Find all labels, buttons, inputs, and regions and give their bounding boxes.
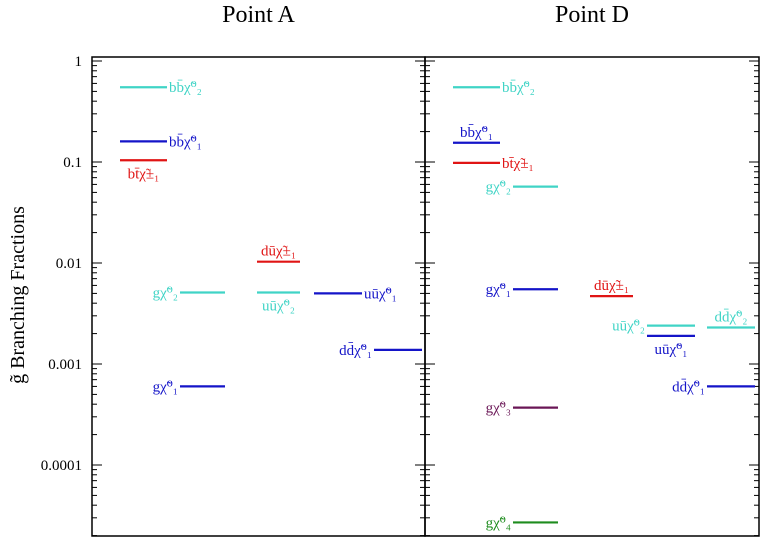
branching-level-label: gχ̃⁰₄ [486,515,511,531]
branching-level-label: dd̄χ̃⁰₁ [339,342,372,358]
branching-level-label: bb̄χ̃⁰₁ [460,124,493,140]
branching-level-label: dūχ̃±₁ [261,244,296,260]
branching-level-label: bt̄χ̃±₁ [128,166,160,182]
y-axis-label: g̃ Branching Fractions [7,206,29,384]
panels-layer: Point A 1 0.1 0.01 0.001 0.0001 bb̄χ̃⁰₂ bb̄χ̃⁰₁… [41,2,760,537]
y-tick-label: 0.001 [48,357,82,373]
y-tick-label: 1 [75,54,83,70]
branching-level-label: dūχ̃±₁ [594,278,629,294]
branching-level-label: uūχ̃⁰₁ [655,342,688,358]
branching-level-label: gχ̃⁰₂ [153,286,178,302]
panel-title: Point D [555,2,629,28]
branching-level-label: gχ̃⁰₁ [153,379,178,395]
branching-level-label: gχ̃⁰₃ [486,401,511,417]
branching-level-label: uūχ̃⁰₂ [262,299,295,315]
branching-level-label: uūχ̃⁰₂ [612,319,645,335]
panel-title: Point A [222,2,295,28]
branching-level-label: bb̄χ̃⁰₂ [502,80,535,96]
branching-level-label: dd̄χ̃⁰₁ [672,379,705,395]
branching-level-label: bb̄χ̃⁰₁ [169,134,202,150]
branching-level-label: gχ̃⁰₂ [486,180,511,196]
branching-level-label: bb̄χ̃⁰₂ [169,80,202,96]
branching-level-label: uūχ̃⁰₁ [364,286,397,302]
panel-d: Point D bb̄χ̃⁰₂ bb̄χ̃⁰₁ bt̄χ̃±₁ gχ̃⁰₂ gχ̃⁰₁ gχ… [424,2,760,537]
y-tick-label: 0.1 [63,155,82,171]
branching-level-label: bt̄χ̃±₁ [502,156,534,172]
panel-frame [424,56,760,537]
y-tick-label: 0.0001 [41,458,82,474]
y-tick-label: 0.01 [56,256,82,272]
panel-a: Point A 1 0.1 0.01 0.001 0.0001 bb̄χ̃⁰₂ bb̄χ̃⁰₁… [41,2,426,537]
branching-level-label: gχ̃⁰₁ [486,282,511,298]
branching-level-label: dd̄χ̃⁰₂ [715,309,748,325]
